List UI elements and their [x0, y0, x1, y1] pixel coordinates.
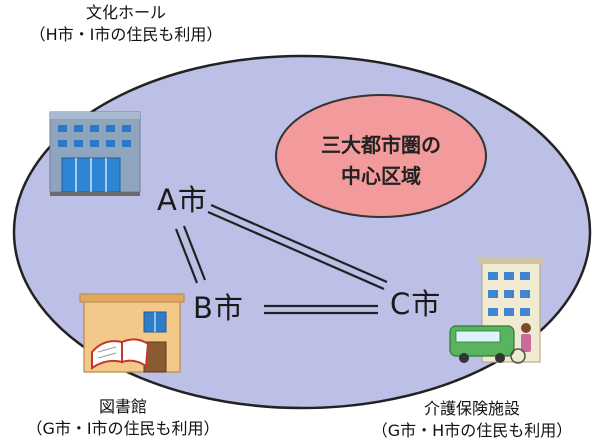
care-facility-note: （G市・H市の住民も利用）: [371, 421, 573, 440]
road-a-b: [174, 225, 207, 284]
library-note: （G市・I市の住民も利用）: [26, 419, 220, 438]
culture-hall-note: （H市・I市の住民も利用）: [29, 25, 223, 44]
road-a-c: [207, 203, 388, 291]
city-b-label: B市: [193, 291, 244, 325]
city-a-label: A市: [157, 183, 208, 217]
culture-hall-icon: [49, 111, 141, 196]
core-area-label-line1: 三大都市圏の: [321, 133, 441, 157]
library-label: 図書館: [98, 397, 147, 416]
library-caption: 図書館 （G市・I市の住民も利用）: [0, 396, 246, 440]
core-area-label-line2: 中心区域: [341, 164, 421, 188]
road-b-c: [264, 304, 378, 315]
core-area-oval: [275, 94, 487, 218]
care-facility-caption: 介護保険施設 （G市・H市の住民も利用）: [352, 398, 592, 442]
care-facility-label: 介護保険施設: [423, 399, 520, 418]
culture-hall-caption: 文化ホール （H市・I市の住民も利用）: [6, 2, 246, 46]
city-c-label: C市: [390, 287, 442, 321]
library-icon: [79, 293, 185, 373]
care-facility-icon: [449, 258, 544, 364]
culture-hall-label: 文化ホール: [85, 3, 166, 22]
